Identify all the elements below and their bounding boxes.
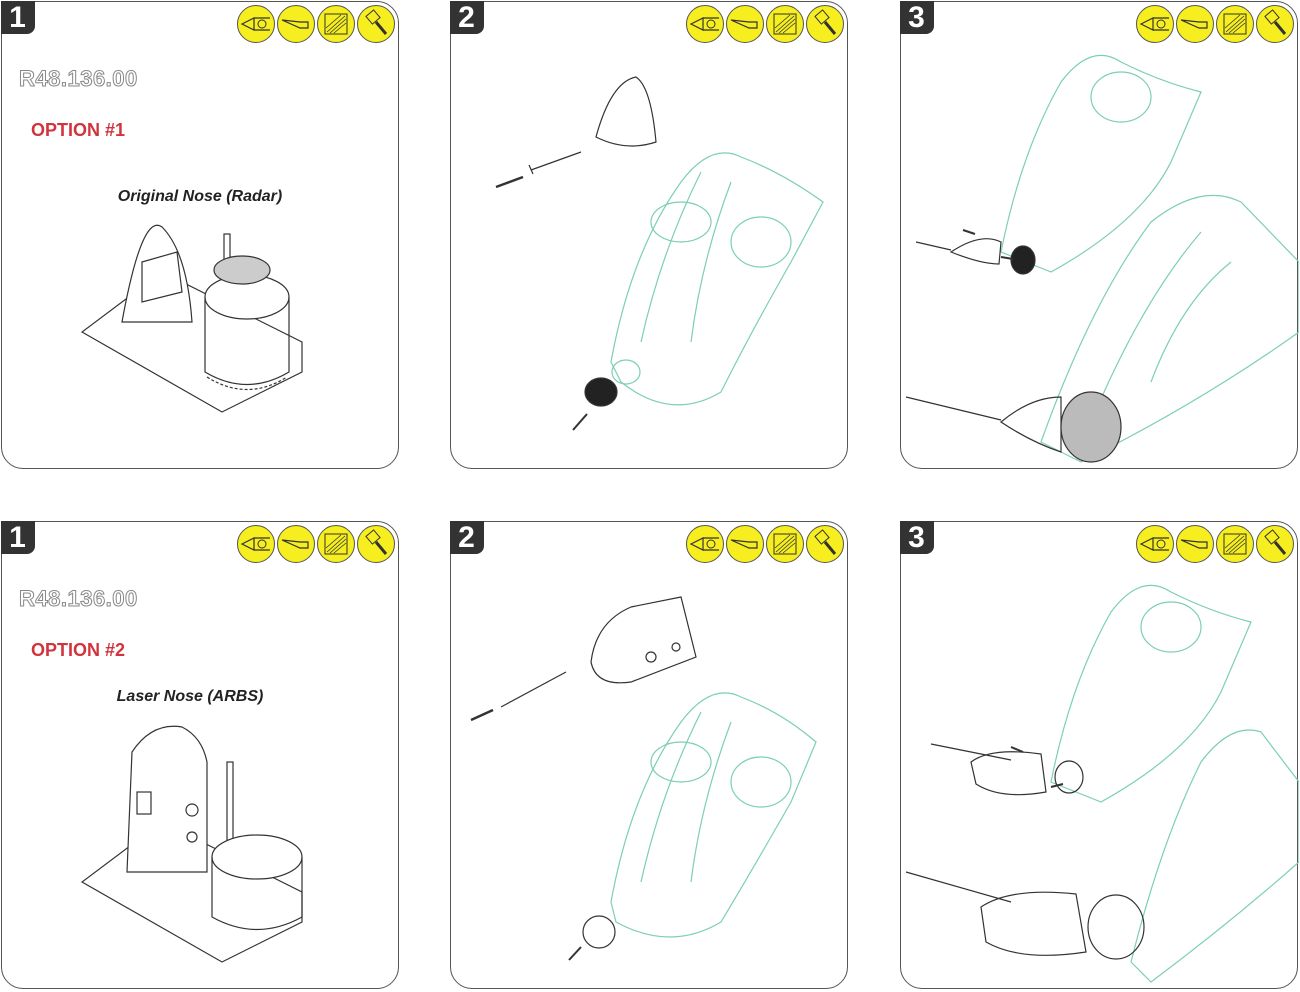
tool-icons <box>1136 5 1294 43</box>
step-panel-2-option-1: 2 <box>449 0 848 469</box>
cutters-icon <box>237 525 275 563</box>
cutters-icon <box>1136 5 1174 43</box>
step-number: 2 <box>449 520 484 554</box>
step-panel-3-option-2: 3 <box>899 520 1299 989</box>
cutters-icon <box>686 525 724 563</box>
nose-assembly-illustration <box>470 596 817 961</box>
tool-icons <box>686 525 844 563</box>
step-panel-1-option-1: 1 R48.136.00 OPTION #1 Original Nose (Ra… <box>0 0 399 469</box>
step-number: 3 <box>899 520 934 554</box>
tool-icons <box>686 5 844 43</box>
laser-nose-resin-parts-illustration <box>80 725 303 963</box>
sanding-file-icon <box>317 5 355 43</box>
cutters-icon <box>1136 525 1174 563</box>
step-panel-3-option-1: 3 <box>899 0 1299 469</box>
cutters-icon <box>237 5 275 43</box>
step-number: 1 <box>0 520 35 554</box>
paint-brush-icon <box>806 5 844 43</box>
hobby-knife-icon <box>277 5 315 43</box>
tool-icons <box>1136 525 1294 563</box>
hobby-knife-icon <box>1176 5 1214 43</box>
paint-brush-icon <box>357 525 395 563</box>
tool-icons <box>237 525 395 563</box>
product-code: R48.136.00 <box>19 66 138 92</box>
nose-installation-illustration <box>905 54 1299 463</box>
step-number: 1 <box>0 0 35 34</box>
nose-assembly-illustration <box>495 76 824 431</box>
hobby-knife-icon <box>1176 525 1214 563</box>
cutters-icon <box>686 5 724 43</box>
sanding-file-icon <box>766 5 804 43</box>
product-code: R48.136.00 <box>19 586 138 612</box>
caption: Laser Nose (ARBS) <box>116 688 264 705</box>
sanding-file-icon <box>317 525 355 563</box>
option-label: OPTION #1 <box>31 120 126 140</box>
sanding-file-icon <box>766 525 804 563</box>
caption: Original Nose (Radar) <box>117 188 283 205</box>
paint-brush-icon <box>806 525 844 563</box>
option-label: OPTION #2 <box>31 640 126 660</box>
sanding-file-icon <box>1216 5 1254 43</box>
step-number: 3 <box>899 0 934 34</box>
radar-nose-resin-parts-illustration <box>80 224 303 413</box>
nose-installation-illustration <box>905 584 1299 983</box>
hobby-knife-icon <box>726 5 764 43</box>
step-panel-1-option-2: 1 R48.136.00 OPTION #2 Laser Nose (ARBS) <box>0 520 399 989</box>
tool-icons <box>237 5 395 43</box>
paint-brush-icon <box>1256 5 1294 43</box>
paint-brush-icon <box>357 5 395 43</box>
hobby-knife-icon <box>726 525 764 563</box>
step-number: 2 <box>449 0 484 34</box>
sanding-file-icon <box>1216 525 1254 563</box>
hobby-knife-icon <box>277 525 315 563</box>
step-panel-2-option-2: 2 <box>449 520 848 989</box>
paint-brush-icon <box>1256 525 1294 563</box>
